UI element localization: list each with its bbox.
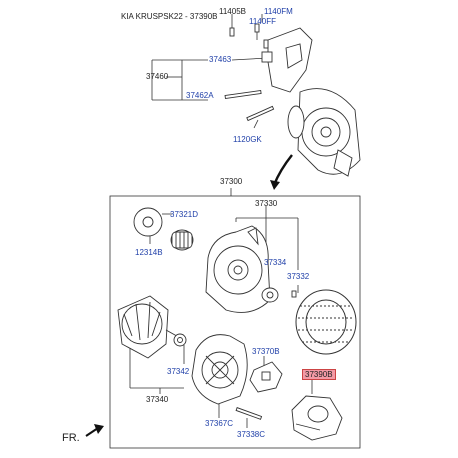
bolt-1140ff [254,23,260,33]
part-label-37300[interactable]: 37300 [220,177,243,186]
part-label-11405b[interactable]: 11405B [219,7,246,16]
diagram-header: KIA KRUSPSK22 - 37390B [121,12,218,21]
part-label-37342[interactable]: 37342 [167,367,190,376]
part-label-37332[interactable]: 37332 [287,272,310,281]
part-label-37321d[interactable]: 37321D [170,210,199,219]
rotor-37340 [117,295,187,359]
alternator-assembly [287,88,361,177]
regulator-37370b [249,361,283,393]
rear-bracket-37367c [191,334,248,405]
assembly-arrow [272,154,293,186]
part-label-37370b[interactable]: 37370B [252,347,280,356]
part-label-1120gk[interactable]: 1120GK [233,135,262,144]
part-label-37390b[interactable]: 37390B [302,369,336,380]
part-label-37367c[interactable]: 37367C [205,419,234,428]
bracket-nut-37463 [261,51,273,63]
arrow-head [270,180,280,190]
rear-cover-37390b [291,395,343,441]
bolt-37462a [224,89,262,99]
through-bolt-37338c [235,407,263,420]
part-label-12314b[interactable]: 12314B [135,248,163,257]
part-label-37338c[interactable]: 37338C [237,430,266,439]
part-label-37460[interactable]: 37460 [146,72,169,81]
part-label-1140fm[interactable]: 1140FM [264,7,293,16]
front-direction-label: FR. [62,432,80,444]
stator [295,289,357,355]
front-bracket-37330 [205,225,271,313]
part-label-37462a[interactable]: 37462A [186,91,214,100]
front-direction-arrow [85,424,104,437]
screw-37332 [291,290,297,298]
bolt-11405b [229,27,235,37]
mounting-bracket-group [224,23,313,122]
part-label-37330[interactable]: 37330 [255,199,278,208]
bolt-1140fm [263,39,269,49]
bolt-1120gk [246,105,275,122]
part-label-37340[interactable]: 37340 [146,395,169,404]
part-label-37334[interactable]: 37334 [264,258,287,267]
part-label-37463[interactable]: 37463 [209,55,232,64]
assembly-frame [109,195,361,449]
part-label-1140ff[interactable]: 1140FF [249,17,276,26]
